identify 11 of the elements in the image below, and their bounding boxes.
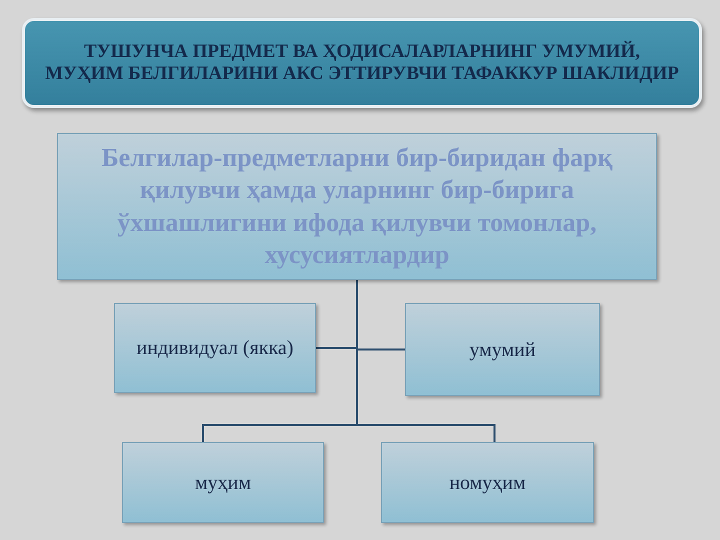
connector-line (356, 280, 496, 442)
category-box (122, 442, 324, 523)
box-text: индивидуал (якка) (136, 336, 294, 360)
category-box (405, 303, 600, 396)
box-text: номуҳим (449, 470, 526, 494)
title-text: ТУШУНЧА ПРЕДМЕТ ВА ҲОДИСАЛАРЛАРНИНГ УМУМИЙ, МУҲИМ БЕЛГИЛАРИНИ АКС ЭТТИРУВЧИ ТАФАККУР ШАКЛИДИР (44, 41, 680, 85)
definition-box (57, 133, 657, 280)
box-text: умумий (469, 338, 536, 362)
box-text: муҳим (194, 470, 251, 494)
category-box (381, 442, 594, 523)
category-box (114, 303, 316, 393)
